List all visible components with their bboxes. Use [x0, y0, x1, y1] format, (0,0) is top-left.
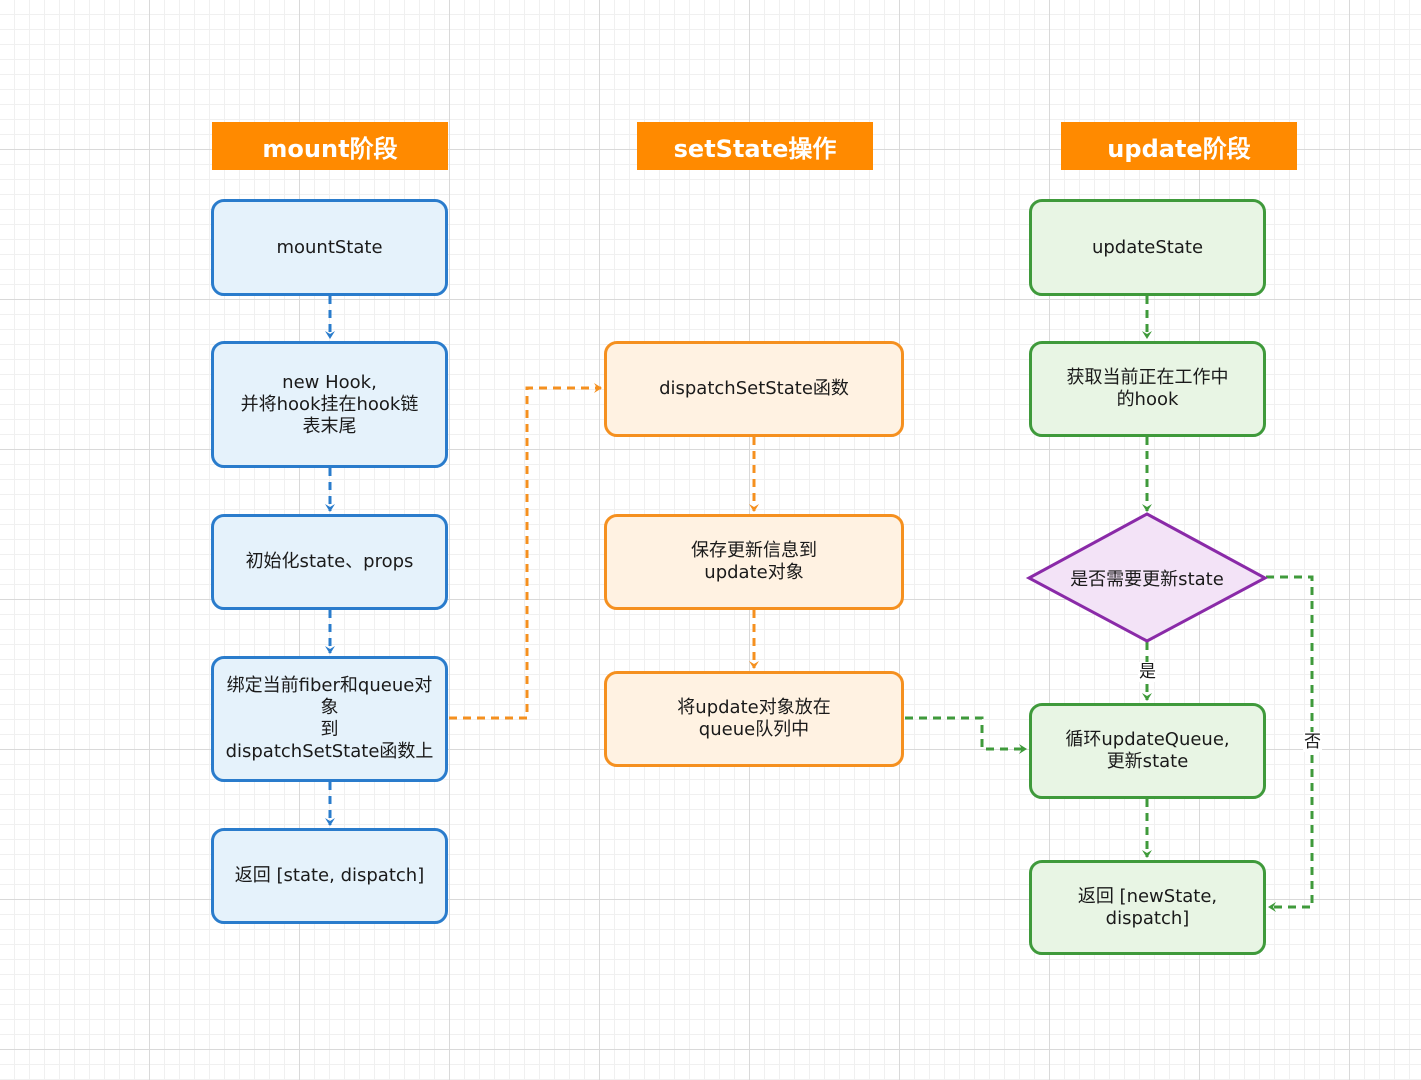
header-setstate-operation: setState操作 — [637, 122, 873, 170]
edge-label-no: 否 — [1303, 732, 1322, 752]
edge-queue-to-loop — [905, 716, 1027, 754]
header-update-phase: update阶段 — [1061, 122, 1297, 170]
node-init-state-props: 初始化state、props — [211, 514, 448, 610]
node-loop-update-queue: 循环updateQueue, 更新state — [1029, 703, 1266, 799]
node-mount-state: mountState — [211, 199, 448, 296]
edge-bind-to-dispatch — [449, 383, 602, 720]
edge-label-yes: 是 — [1138, 662, 1157, 682]
node-get-current-hook: 获取当前正在工作中 的hook — [1029, 341, 1266, 437]
node-bind-fiber-queue: 绑定当前fiber和queue对象 到 dispatchSetState函数上 — [211, 656, 448, 782]
node-save-update-info: 保存更新信息到 update对象 — [604, 514, 904, 610]
header-mount-phase: mount阶段 — [212, 122, 448, 170]
node-return-state-dispatch: 返回 [state, dispatch] — [211, 828, 448, 924]
decision-label: 是否需要更新state — [1070, 569, 1224, 590]
node-update-state: updateState — [1029, 199, 1266, 296]
node-enqueue-update: 将update对象放在 queue队列中 — [604, 671, 904, 767]
node-dispatch-set-state: dispatchSetState函数 — [604, 341, 904, 437]
decision-diamond — [1025, 512, 1269, 643]
node-return-new-state: 返回 [newState, dispatch] — [1029, 860, 1266, 955]
node-new-hook: new Hook, 并将hook挂在hook链 表末尾 — [211, 341, 448, 468]
